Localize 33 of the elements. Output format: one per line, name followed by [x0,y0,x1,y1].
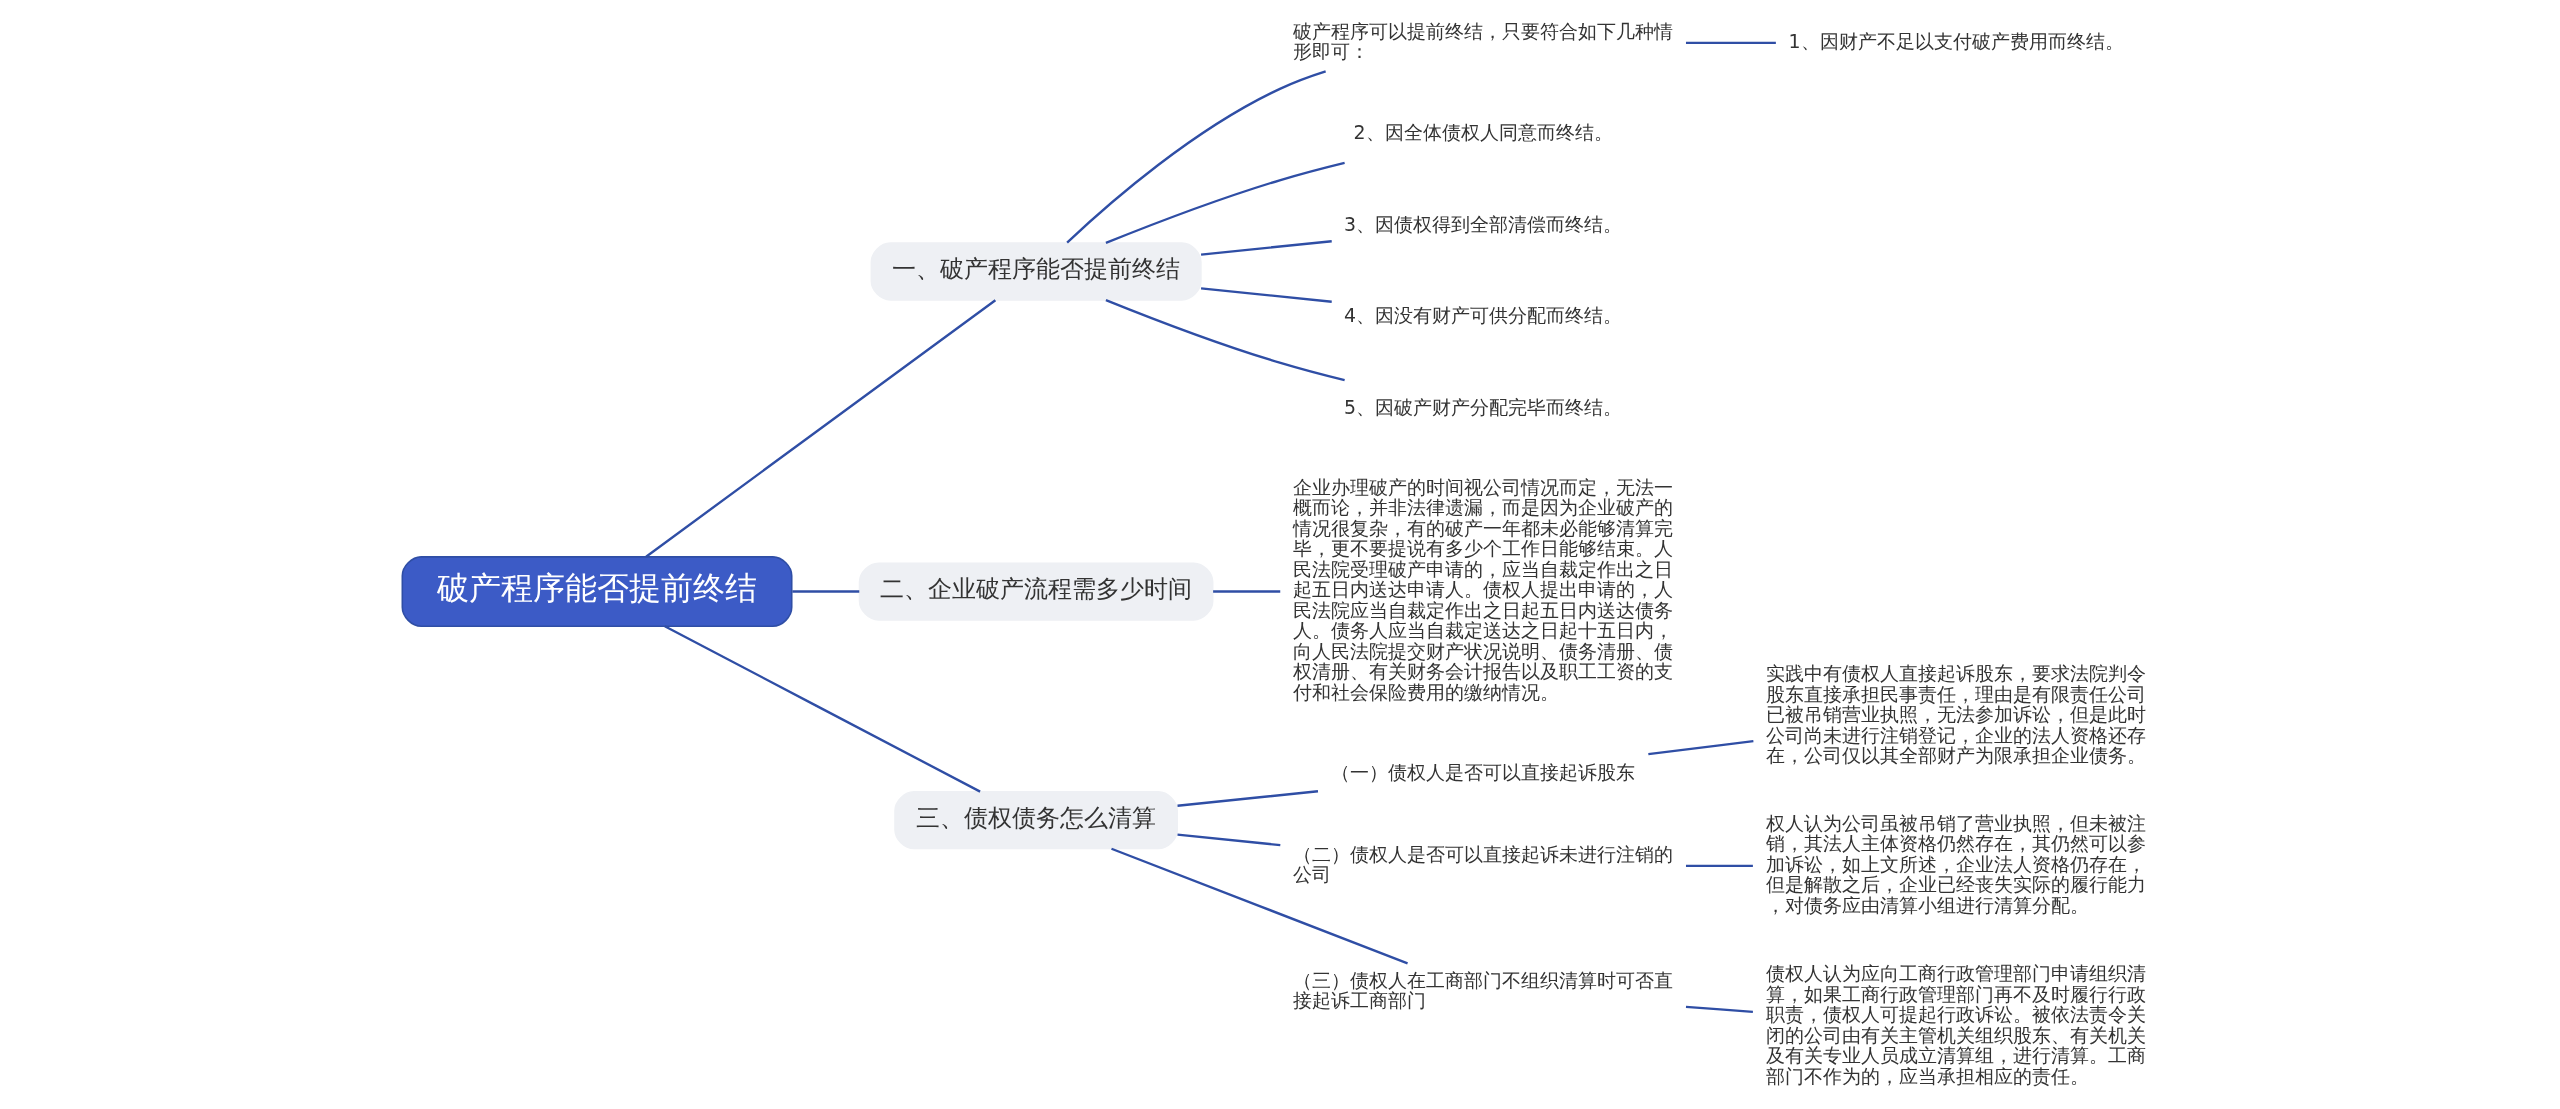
connector [1065,70,1326,244]
node-text: 2、因全体债权人同意而终结。 [1353,121,1613,144]
node-text: 债权人认为应向工商行政管理部门申请组织清算，如果工商行政管理部门再不及时履行行政职责，债权人可提起行政诉讼。被依法责令关闭的公司由有关主管机关组织股东、有关机关及有关专业人员成立清算组，进行清算。工商部门不作为的，应当承担相应的责任。 [1765,962,2146,1087]
node-box: 一、破产程序能否提前终结 [870,242,1202,301]
connector [1200,240,1332,256]
connector [1110,847,1408,965]
connector [1104,161,1345,245]
connector [1647,739,1754,756]
node-text: 1、因财产不足以支付破产费用而终结。 [1788,29,2124,52]
node-text: 破产程序可以提前终结，只要符合如下几种情形即可： [1292,19,1673,63]
connector [644,299,996,558]
node-text: 4、因没有财产可供分配而终结。 [1343,304,1622,327]
connector [791,590,859,593]
connector [1104,298,1345,382]
node-text: （三）债权人在工商部门不组织清算时可否直接起诉工商部门 [1292,968,1673,1012]
node-box: 破产程序能否提前终结 [401,556,793,628]
node-box: 二、企业破产流程需多少时间 [858,562,1213,621]
node-text: 权人认为公司虽被吊销了营业执照，但未被注销，其法人主体资格仍然存在，其仍然可以参加诉讼，如上文所述，企业法人资格仍存在，但是解散之后，企业已经丧失实际的履行能力，对债务应由清算小组进行清算分配。 [1765,811,2146,916]
connector [1200,287,1332,303]
connector [1685,864,1753,868]
connector [1176,790,1318,807]
connector [663,625,981,793]
connector [1685,1005,1753,1013]
node-text: 5、因破产财产分配完毕而终结。 [1343,395,1622,418]
connector [1212,590,1280,593]
connector [1685,41,1776,45]
node-box: 三、债权债务怎么清算 [893,791,1178,850]
node-text: 企业办理破产的时间视公司情况而定，无法一概而论，并非法律遗漏，而是因为企业破产的情况很复杂，有的破产一年都未必能够清算完毕，更不要提说有多少个工作日能够结束。人民法院受理破产申请的，应当自裁定作出之日起五日内送达申请人。债权人提出申请的，人民法院应当自裁定作出之日起五日内送达债务人。债务人应当自裁定送达之日起十五日内，向人民法院提交财产状况说明、债务清册、债权清册、有关财务会计报告以及职工工资的支付和社会保险费用的缴纳情况。 [1292,475,1673,703]
connector [1176,833,1280,847]
node-text: （二）债权人是否可以直接起诉未进行注销的公司 [1292,842,1673,886]
node-text: （一）债权人是否可以直接起诉股东 [1330,761,1635,784]
node-text: 实践中有债权人直接起诉股东，要求法院判令股东直接承担民事责任，理由是有限责任公司已被吊销营业执照，无法参加诉讼，但是此时公司尚未进行注销登记，企业的法人资格还存在，公司仅以其全部财产为限承担企业债务。 [1765,662,2146,766]
node-text: 3、因债权得到全部清偿而终结。 [1343,212,1622,235]
